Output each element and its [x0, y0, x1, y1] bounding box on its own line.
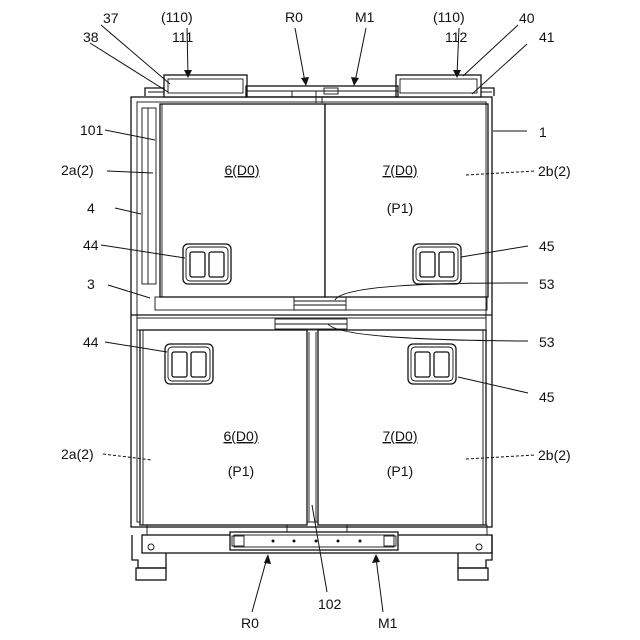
- label-44-bottom: 44: [83, 334, 99, 350]
- left-foot: [132, 535, 166, 568]
- lower-left-door-pos: (P1): [228, 463, 254, 479]
- lower-right-door-pos: (P1): [387, 463, 413, 479]
- side-panel-4: [142, 108, 156, 284]
- lower-left-door-id: 6(D0): [223, 428, 258, 444]
- label-r0-top: R0: [285, 9, 303, 25]
- right-foot: [458, 535, 492, 568]
- label-44-top: 44: [83, 237, 99, 253]
- label-m1-bottom: M1: [378, 615, 398, 631]
- upper-right-door-pos: (P1): [387, 200, 413, 216]
- label-40: 40: [519, 10, 535, 26]
- handle-45-upper: [413, 244, 461, 284]
- handle-45-lower: [408, 344, 456, 384]
- handle-44-upper: [183, 244, 231, 284]
- label-45-top: 45: [539, 238, 555, 254]
- lower-bay: [137, 318, 486, 330]
- top-unit-111: [164, 75, 247, 97]
- label-1: 1: [539, 124, 547, 140]
- label-37: 37: [103, 10, 119, 26]
- top-rail: [246, 86, 398, 97]
- label-110-left: (110): [161, 9, 193, 25]
- label-m1-top: M1: [355, 9, 375, 25]
- label-r0-bottom: R0: [241, 615, 259, 631]
- handle-44-lower: [165, 344, 213, 384]
- label-111: 111: [172, 29, 193, 45]
- label-2b2-bottom: 2b(2): [538, 447, 571, 463]
- label-2a2-top: 2a(2): [61, 162, 94, 178]
- label-4: 4: [87, 200, 95, 216]
- label-2a2-bottom: 2a(2): [61, 446, 94, 462]
- lower-right-door-id: 7(D0): [382, 428, 417, 444]
- label-41: 41: [539, 29, 555, 45]
- upper-right-door-id: 7(D0): [382, 162, 417, 178]
- label-53-bottom: 53: [539, 334, 555, 350]
- label-45-bottom: 45: [539, 389, 555, 405]
- top-unit-assembly: [145, 75, 494, 103]
- label-101: 101: [80, 122, 104, 138]
- base-assembly: [132, 525, 492, 580]
- label-112: 112: [445, 29, 468, 45]
- label-38: 38: [83, 29, 99, 45]
- label-110-right: (110): [433, 9, 465, 25]
- label-3: 3: [87, 276, 95, 292]
- upper-left-door-id: 6(D0): [224, 162, 259, 178]
- top-unit-112: [396, 75, 481, 97]
- label-102: 102: [318, 596, 342, 612]
- label-2b2-top: 2b(2): [538, 163, 571, 179]
- label-53-top: 53: [539, 276, 555, 292]
